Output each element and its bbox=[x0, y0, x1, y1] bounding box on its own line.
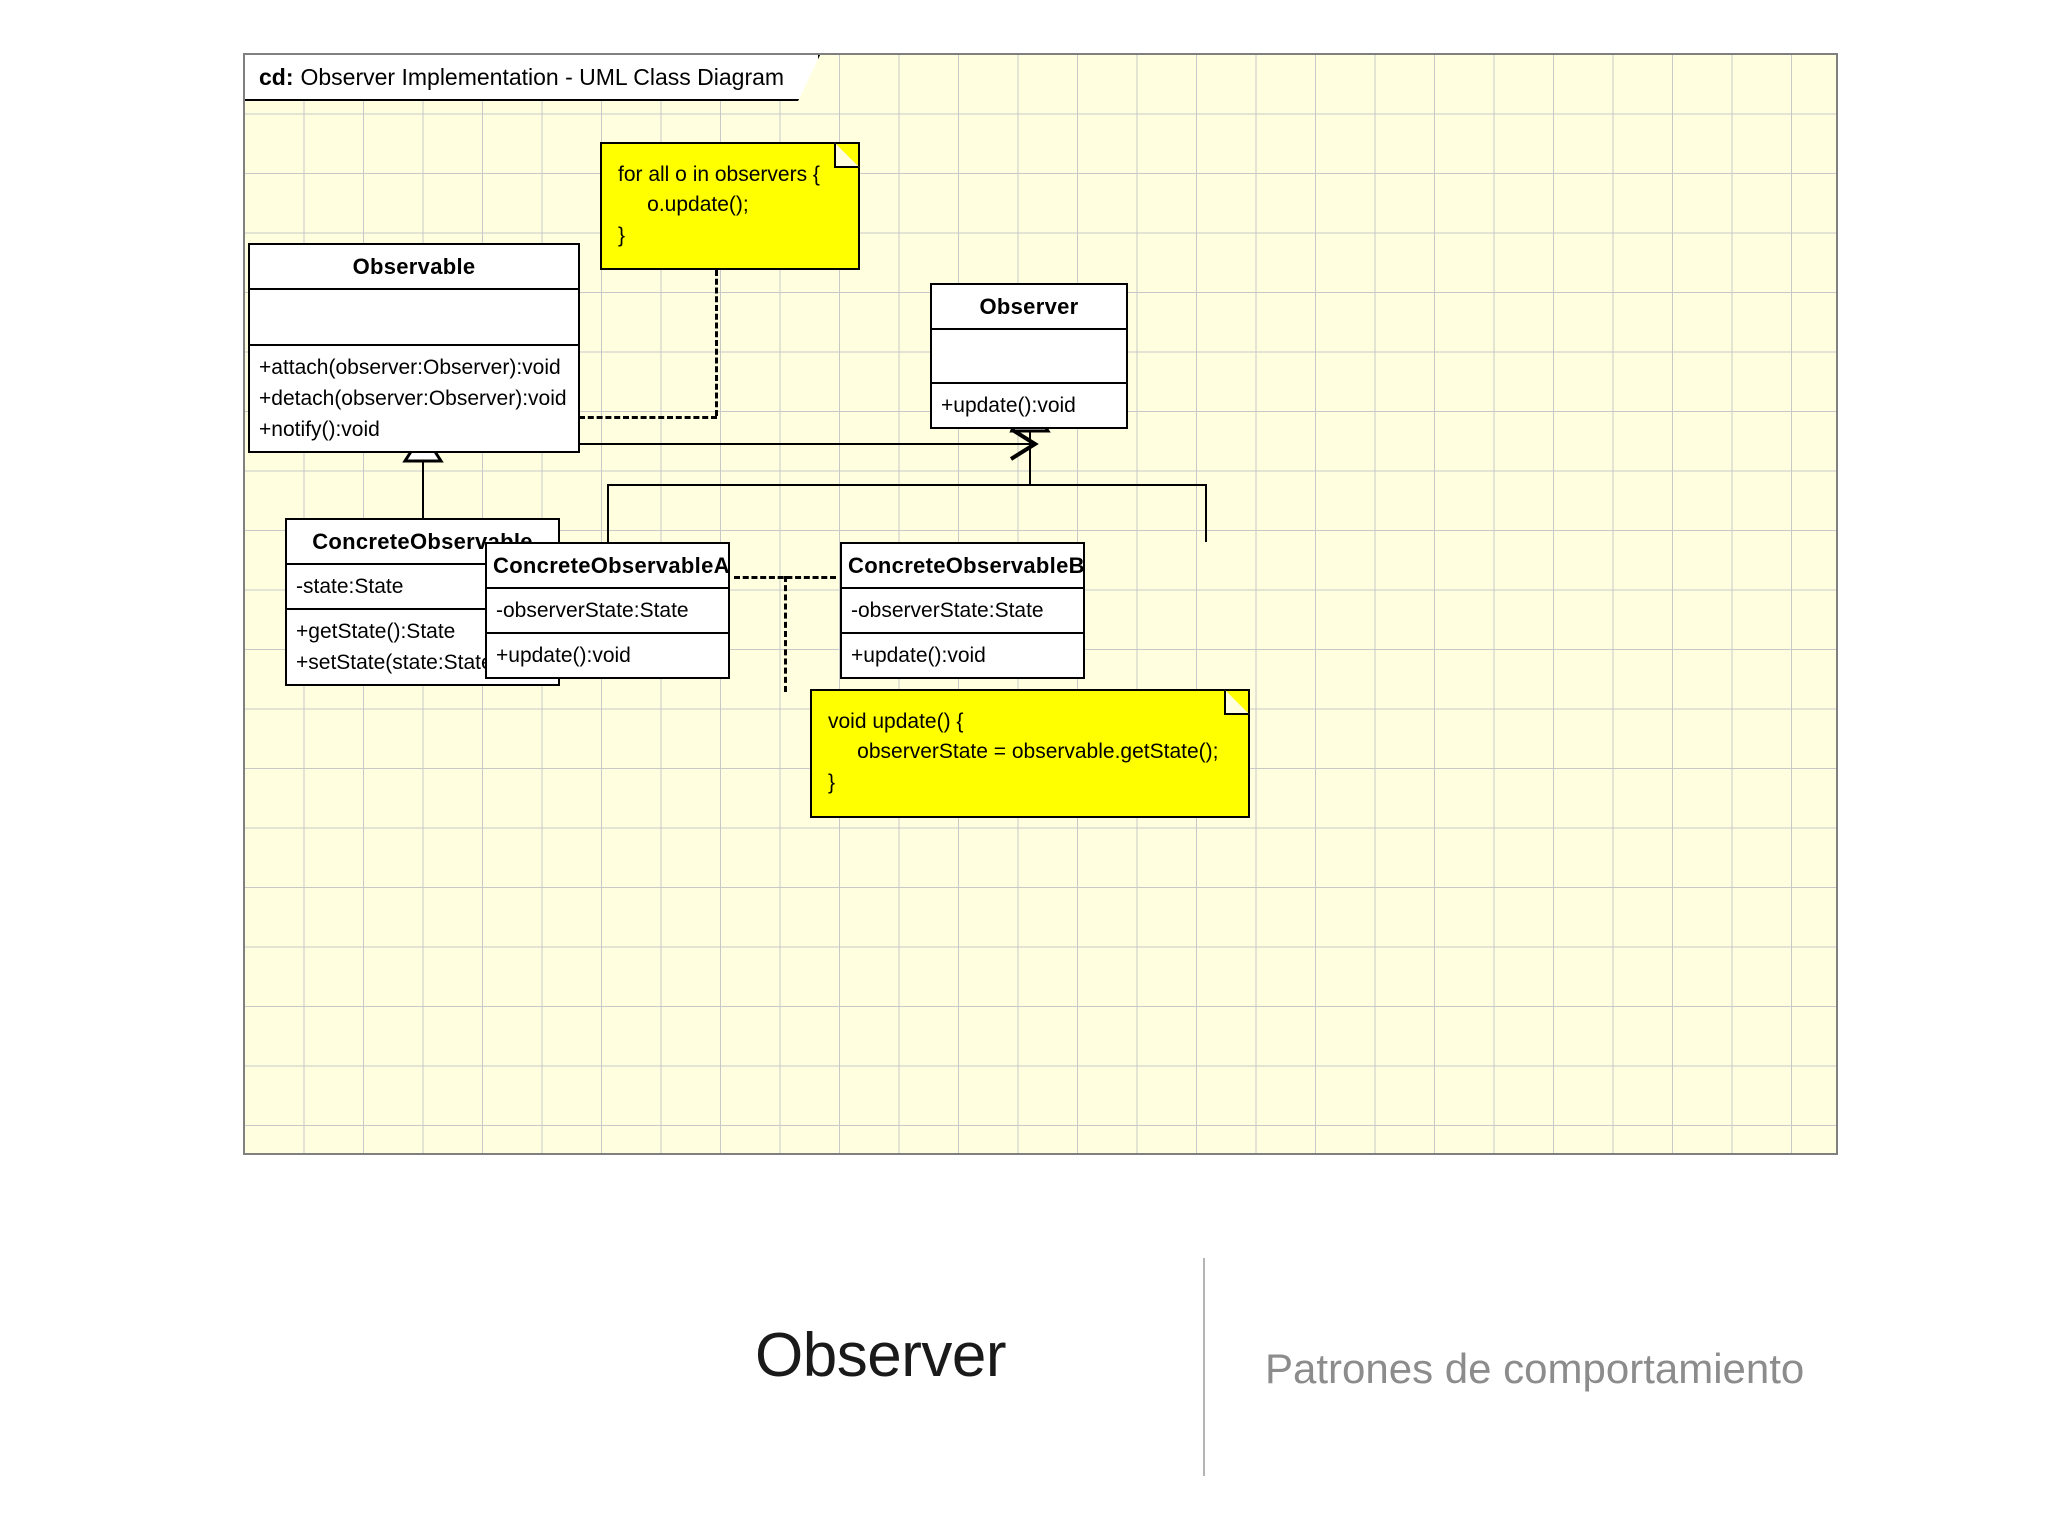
class-attributes-concrete-observable-b: -observerState:State bbox=[842, 589, 1083, 635]
uml-diagram-canvas: cd: Observer Implementation - UML Class … bbox=[243, 53, 1838, 1155]
note-anchor-vertical-update bbox=[784, 576, 787, 692]
generalization-line-concreteobservableb bbox=[1205, 484, 1207, 542]
class-operation: +attach(observer:Observer):void bbox=[259, 356, 561, 379]
page-subtitle: Patrones de comportamiento bbox=[1265, 1345, 1805, 1392]
class-attribute: -state:State bbox=[296, 575, 404, 598]
generalization-line-concreteobservablea bbox=[607, 484, 609, 542]
note-update-pseudocode[interactable]: void update() { observerState = observab… bbox=[810, 689, 1250, 818]
note-anchor-horizontal-notify bbox=[579, 416, 717, 419]
open-arrowhead-icon bbox=[1009, 427, 1039, 461]
class-operation: +update():void bbox=[851, 644, 986, 668]
note-line: for all o in observers { bbox=[618, 163, 820, 186]
class-operation: +getState():State bbox=[296, 620, 456, 644]
diagram-frame-label-prefix: cd: bbox=[259, 63, 294, 90]
class-name-concrete-observable-a: ConcreteObservableA bbox=[487, 544, 729, 589]
class-operation: +setState(state:State):void bbox=[296, 651, 545, 675]
class-attribute: -observerState:State bbox=[496, 599, 689, 622]
generalization-line-observer-stem bbox=[1029, 430, 1031, 486]
diagram-frame-label-text: Observer Implementation - UML Class Diag… bbox=[300, 63, 785, 90]
note-fold-corner-icon bbox=[1224, 689, 1250, 715]
class-operations-concrete-observable-a: +update():void bbox=[487, 634, 728, 677]
note-fold-corner-icon bbox=[834, 142, 860, 168]
class-name-observer: Observer bbox=[932, 285, 1126, 330]
page-title: Observer bbox=[755, 1321, 1006, 1390]
note-line: o.update(); bbox=[618, 193, 749, 217]
class-operations-concrete-observable: +getState():State +setState(state:State)… bbox=[287, 610, 558, 684]
class-box-observable[interactable]: Observable +attach(observer:Observer):vo… bbox=[248, 243, 580, 454]
association-observable-to-observer bbox=[579, 443, 1031, 445]
diagram-frame-label: cd: Observer Implementation - UML Class … bbox=[245, 55, 820, 101]
generalization-branch-bar bbox=[607, 484, 1207, 486]
class-operations-concrete-observable-b: +update():void bbox=[842, 634, 1083, 677]
class-operation: +notify():void bbox=[259, 418, 380, 442]
class-attributes-observer bbox=[932, 330, 1126, 384]
class-attributes-observable bbox=[250, 290, 578, 346]
class-operations-observer: +update():void bbox=[932, 384, 1126, 427]
class-operation: +update():void bbox=[496, 644, 631, 668]
title-divider bbox=[1203, 1258, 1205, 1476]
class-operation: +update():void bbox=[941, 394, 1076, 417]
note-line: observerState = observable.getState(); bbox=[828, 740, 1219, 764]
class-name-concrete-observable-b: ConcreteObservableB bbox=[842, 544, 1084, 589]
note-line: void update() { bbox=[828, 710, 964, 733]
class-operation: +detach(observer:Observer):void bbox=[259, 387, 567, 411]
note-line: } bbox=[618, 223, 626, 247]
class-name-observable: Observable bbox=[250, 245, 578, 290]
class-box-observer[interactable]: Observer +update():void bbox=[930, 283, 1128, 430]
class-box-concrete-observable-b[interactable]: ConcreteObservableB -observerState:State… bbox=[840, 542, 1085, 680]
class-operations-observable: +attach(observer:Observer):void +detach(… bbox=[250, 346, 578, 451]
class-box-concrete-observable-a[interactable]: ConcreteObservableA -observerState:State… bbox=[485, 542, 730, 680]
note-anchor-vertical-notify bbox=[715, 270, 718, 416]
class-attributes-concrete-observable-a: -observerState:State bbox=[487, 589, 728, 635]
class-attribute: -observerState:State bbox=[851, 599, 1044, 622]
note-notify-pseudocode[interactable]: for all o in observers { o.update(); } bbox=[600, 142, 860, 270]
note-line: } bbox=[828, 770, 836, 794]
class-attributes-concrete-observable: -state:State bbox=[287, 565, 558, 611]
